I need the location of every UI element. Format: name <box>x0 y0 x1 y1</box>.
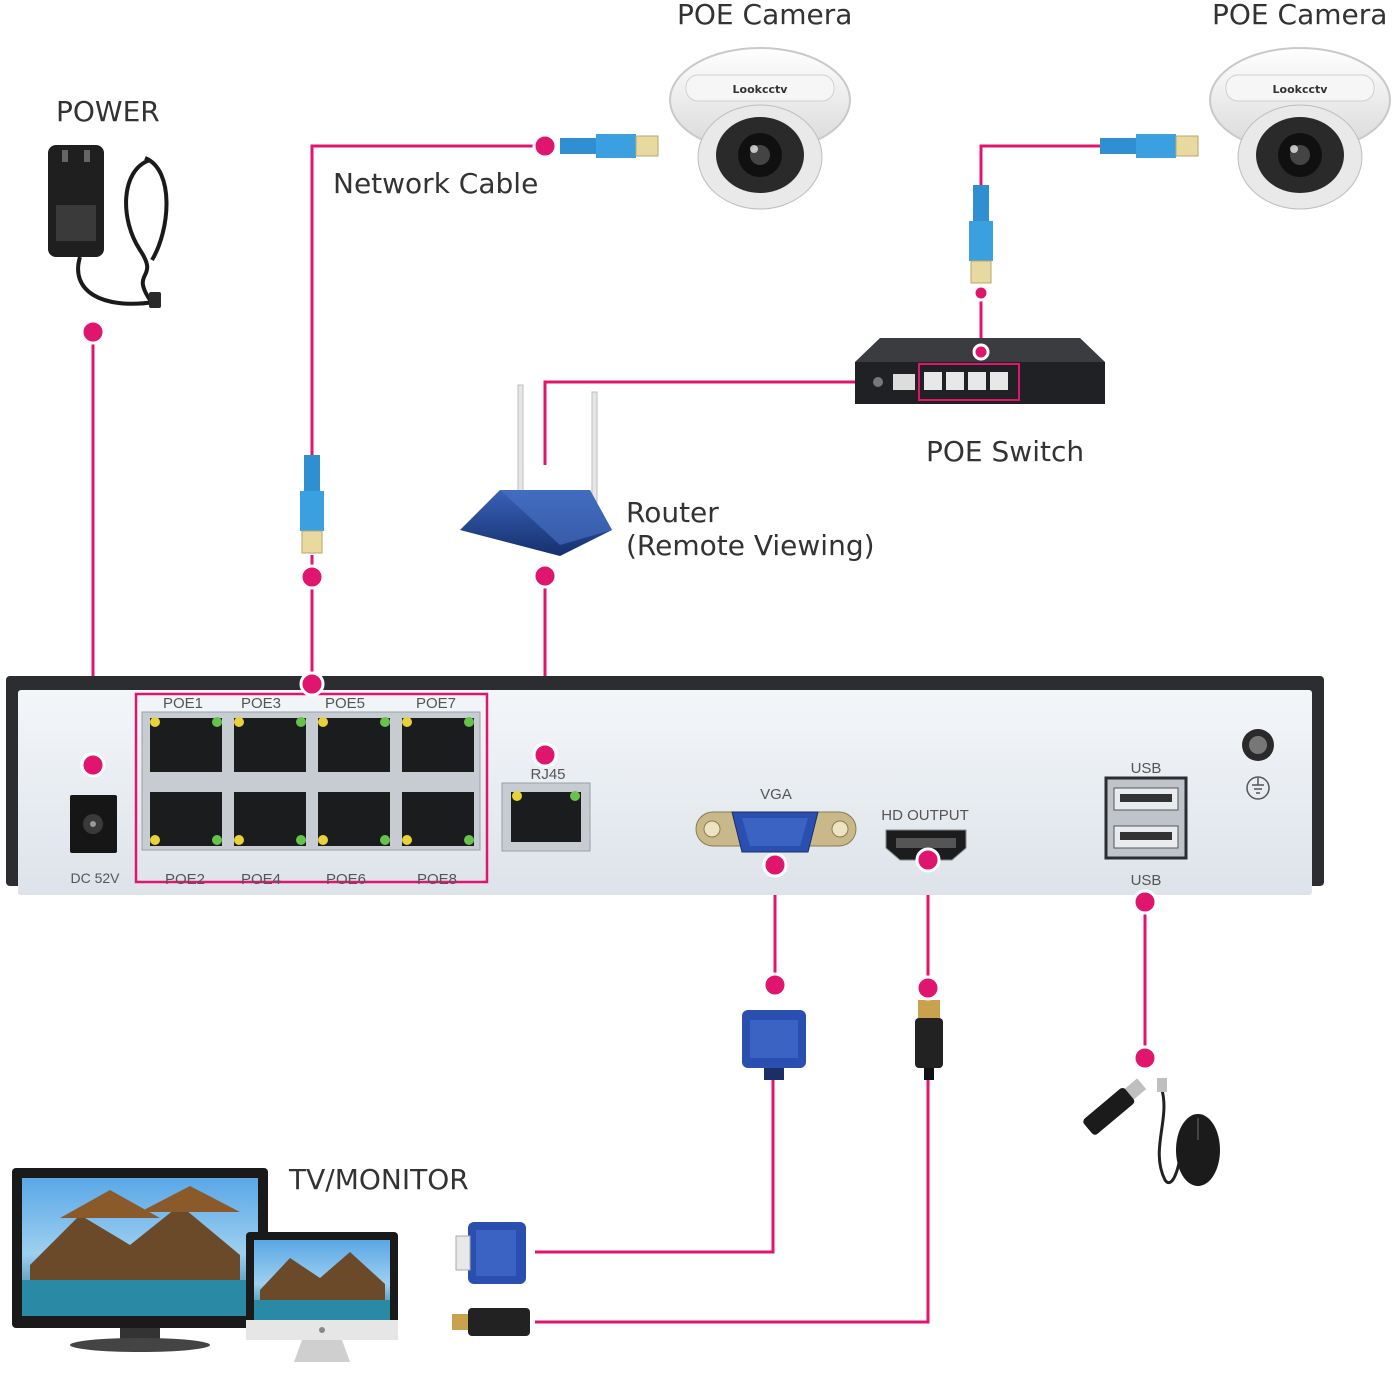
poe-switch-icon <box>855 338 1105 404</box>
nvr-back-panel <box>6 676 1324 895</box>
poe-label-3: POE3 <box>241 695 281 712</box>
poe-label-7: POE7 <box>416 695 456 712</box>
poe-label-8: POE8 <box>417 871 457 888</box>
poe-label-4: POE4 <box>241 871 281 888</box>
network-cable-label: Network Cable <box>333 167 538 200</box>
rj45-connector-icon <box>300 455 324 554</box>
rj45-port-icon <box>501 782 591 852</box>
power-label: POWER <box>56 95 160 128</box>
router-sublabel: (Remote Viewing) <box>626 529 875 562</box>
monitor-icon <box>12 1168 268 1352</box>
tv-monitor-label: TV/MONITOR <box>288 1163 469 1196</box>
dc-power-jack-icon <box>70 795 117 853</box>
rj45-label: RJ45 <box>530 766 565 783</box>
dome-camera-icon <box>1209 47 1391 210</box>
hdmi-plug-icon <box>915 1000 943 1080</box>
poe-label-6: POE6 <box>326 871 366 888</box>
ground-screw-icon <box>1242 729 1274 800</box>
rj45-connector-icon <box>969 185 993 284</box>
dome-camera-icon <box>669 47 851 210</box>
power-adapter-icon <box>48 145 169 308</box>
poe-port-grid <box>150 717 474 846</box>
vga-label: VGA <box>760 786 792 803</box>
wire-camera2-to-switch <box>979 144 1100 185</box>
vga-plug-icon <box>742 1010 806 1080</box>
poe-label-2: POE2 <box>165 871 205 888</box>
monitor-icon <box>246 1232 398 1362</box>
usb-label-top: USB <box>1131 760 1162 777</box>
hdmi-plug-icon <box>452 1308 530 1336</box>
poe-camera-label-2: POE Camera <box>1212 0 1387 31</box>
wire-switch-to-router <box>543 380 855 465</box>
usb-mouse-stick-icon <box>1083 1078 1220 1186</box>
camera-brand-1: Lookcctv <box>733 83 789 96</box>
usb-ports-icon <box>1104 776 1188 860</box>
wifi-router-icon <box>460 384 612 556</box>
poe-label-5: POE5 <box>325 695 365 712</box>
wire-hdmi-monitor <box>535 1080 930 1324</box>
rj45-connector-icon <box>1100 134 1199 158</box>
usb-label-bottom: USB <box>1131 872 1162 889</box>
dc-label: DC 52V <box>70 870 120 886</box>
hd-output-label: HD OUTPUT <box>881 807 969 824</box>
vga-port-icon <box>695 811 857 853</box>
hdmi-port-icon <box>885 829 967 861</box>
camera-brand-2: Lookcctv <box>1273 83 1329 96</box>
poe-label-1: POE1 <box>163 695 203 712</box>
wire-vga-monitor <box>535 1080 775 1254</box>
vga-plug-icon <box>455 1222 526 1284</box>
connection-points <box>80 133 1158 1071</box>
poe-switch-label: POE Switch <box>926 435 1084 468</box>
wire-network-cable <box>310 144 545 455</box>
poe-camera-label-1: POE Camera <box>677 0 852 31</box>
rj45-connector-icon <box>560 134 659 158</box>
router-label: Router <box>626 496 719 529</box>
